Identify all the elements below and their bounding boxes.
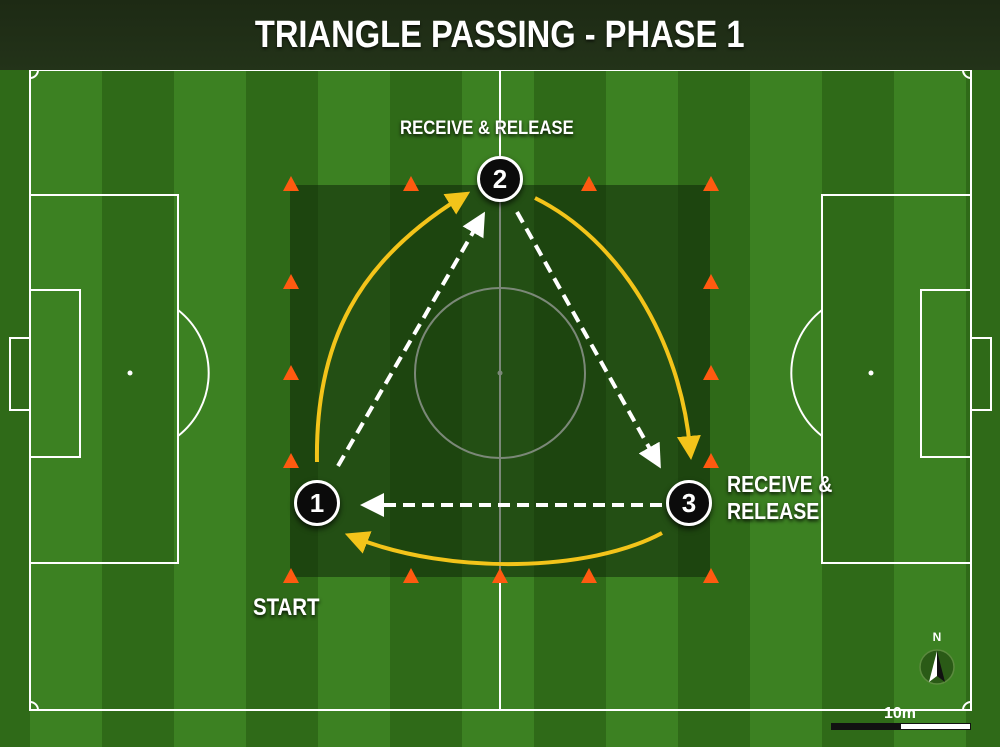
player-2-number: 2 bbox=[492, 163, 508, 194]
player-3: 3 bbox=[666, 480, 712, 526]
right-penalty-spot bbox=[868, 370, 874, 376]
label-right-line1: RECEIVE & bbox=[727, 471, 833, 497]
cones bbox=[283, 176, 719, 583]
run-arrow-2-to-3 bbox=[534, 196, 701, 460]
cone bbox=[703, 568, 719, 583]
compass: N bbox=[919, 630, 955, 684]
cone bbox=[283, 568, 299, 583]
cone bbox=[703, 176, 719, 191]
cone bbox=[283, 453, 299, 468]
player-2: 2 bbox=[477, 156, 523, 202]
cone bbox=[403, 176, 419, 191]
scale-bar bbox=[831, 723, 971, 730]
label-start: START bbox=[253, 594, 320, 621]
cone bbox=[283, 176, 299, 191]
label-right-line2: RELEASE bbox=[727, 498, 820, 524]
scale-label: 10m bbox=[884, 705, 917, 722]
compass-letter: N bbox=[932, 630, 942, 644]
player-1: 1 bbox=[294, 480, 340, 526]
pitch-markings bbox=[9, 69, 992, 711]
player-1-number: 1 bbox=[309, 487, 325, 518]
scale-bar-segment bbox=[832, 724, 901, 729]
player-3-number: 3 bbox=[681, 487, 697, 518]
cone bbox=[581, 176, 597, 191]
north-arrow-icon bbox=[919, 649, 955, 685]
cone bbox=[703, 365, 719, 380]
run-arrow-3-to-1 bbox=[344, 531, 663, 566]
run-arrow-1-to-2 bbox=[314, 191, 471, 463]
label-receive-release-top: RECEIVE & RELEASE bbox=[400, 118, 574, 139]
cone bbox=[581, 568, 597, 583]
training-zone bbox=[290, 185, 710, 577]
cone bbox=[492, 568, 508, 583]
left-penalty-spot bbox=[127, 370, 133, 376]
cone bbox=[703, 453, 719, 468]
cone bbox=[283, 365, 299, 380]
pass-arrow-2-to-3 bbox=[515, 211, 661, 469]
cone bbox=[403, 568, 419, 583]
cone bbox=[703, 274, 719, 289]
title-bar: TRIANGLE PASSING - PHASE 1 bbox=[0, 0, 1000, 70]
diagram-title: TRIANGLE PASSING - PHASE 1 bbox=[255, 13, 745, 56]
label-receive-release-right: RECEIVE & RELEASE bbox=[727, 471, 832, 525]
pass-arrow-1-to-2 bbox=[336, 211, 486, 468]
cone bbox=[283, 274, 299, 289]
